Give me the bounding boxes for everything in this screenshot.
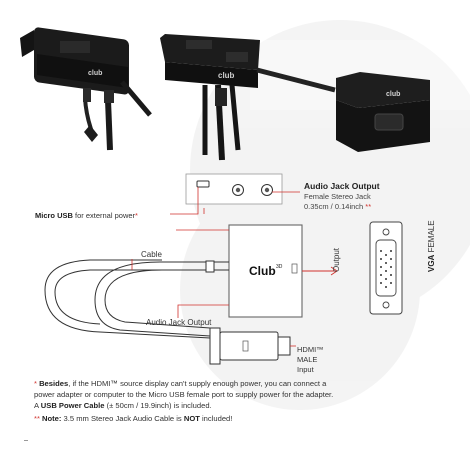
svg-text:Club: Club (249, 264, 276, 278)
output-label: Output (332, 247, 341, 272)
vga-label-bold: VGA (427, 254, 436, 272)
hdmi-label-line1: HDMI™ (297, 345, 324, 354)
adapter-photo-left: club (20, 27, 152, 151)
audio-jack-port-panel (185, 173, 283, 205)
note4-post: included! (199, 414, 233, 423)
micro-usb-label-bold: Micro USB (35, 211, 73, 220)
note1-text: , if the HDMI™ source display can't supp… (68, 379, 327, 388)
audio-jack-output-title: Audio Jack Output (304, 181, 380, 191)
vga-female-label: VGA FEMALE (427, 220, 436, 272)
adapter-photo-right: club (336, 72, 430, 152)
audio-jack-size-value: 0.35cm / 0.14inch (304, 202, 364, 211)
note4-mark: ** (34, 414, 43, 423)
svg-text:club: club (386, 91, 400, 98)
audio-jack-size-mark: ** (365, 202, 372, 211)
vga-connector (369, 221, 403, 315)
audio-jack-output-label: Audio Jack Output (146, 318, 212, 327)
micro-usb-label-rest: for external power (72, 211, 136, 220)
note3-post: (± 50cm / 19.9inch) is included. (104, 401, 212, 410)
note1-bold: Besides (39, 379, 69, 388)
note2-text: power adapter or computer to the Micro U… (34, 390, 334, 399)
adapter-body: Club 3D (228, 224, 303, 318)
vga-label-rest: FEMALE (427, 220, 436, 255)
note-besides-line2: power adapter or computer to the Micro U… (34, 390, 333, 399)
svg-text:club: club (88, 70, 102, 77)
note3-pre: A (34, 401, 41, 410)
note1-mark: * (34, 379, 40, 388)
note-usb-cable: A USB Power Cable (± 50cm / 19.9inch) is… (34, 401, 212, 410)
note4-bold2: NOT (183, 414, 200, 423)
audio-jack-subtitle: Female Stereo Jack (304, 192, 371, 201)
cable-drawing (44, 259, 229, 339)
note-audio-cable: ** Note: 3.5 mm Stereo Jack Audio Cable … (34, 414, 232, 423)
svg-text:club: club (218, 71, 235, 80)
hdmi-connector (209, 327, 291, 365)
note-besides: * Besides, if the HDMI™ source display c… (34, 379, 326, 388)
cable-label: Cable (141, 250, 162, 259)
adapter-photo-middle: club (160, 34, 336, 161)
micro-usb-mark: * (135, 211, 138, 220)
hdmi-label-line3: Input (297, 365, 314, 374)
micro-usb-label: Micro USB for external power* (35, 211, 138, 220)
note3-bold: USB Power Cable (40, 401, 105, 410)
hdmi-label-line2: MALE (297, 355, 318, 364)
note4-pre: 3.5 mm Stereo Jack Audio Cable is (61, 414, 184, 423)
svg-text:3D: 3D (276, 264, 283, 270)
audio-jack-size: 0.35cm / 0.14inch ** (304, 202, 371, 211)
note4-bold: Note: (42, 414, 62, 423)
